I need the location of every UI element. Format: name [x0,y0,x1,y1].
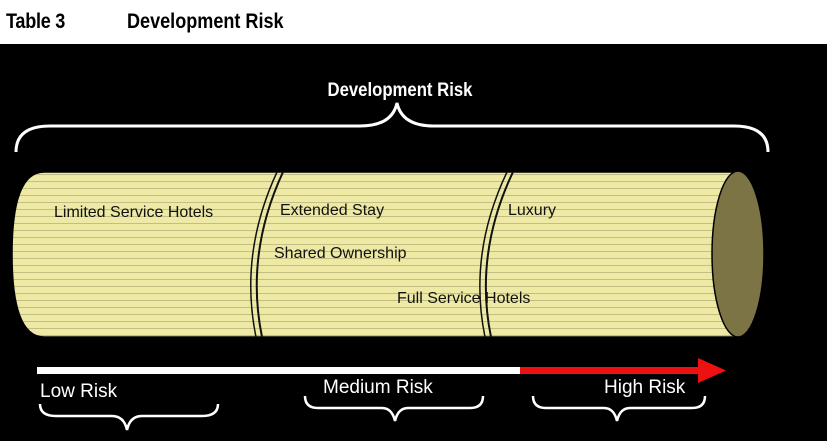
risk-arrow-head [698,358,726,383]
segment-label-shared-ownership: Shared Ownership [274,245,407,262]
segment-label-luxury: Luxury [508,202,557,219]
segment-divider-1 [255,172,284,337]
top-brace [14,102,770,153]
risk-arrow-white-part [37,367,520,374]
table-title: Development Risk [127,10,284,33]
segment-label-limited-service: Limited Service Hotels [54,204,214,221]
medium-risk-label: Medium Risk [323,377,433,398]
low-risk-label: Low Risk [40,381,118,402]
low-risk-brace [38,403,220,431]
cylinder [11,170,765,338]
diagram-heading: Development Risk [327,80,473,101]
segment-label-full-service: Full Service Hotels [397,290,531,307]
high-risk-label: High Risk [604,377,686,398]
cylinder-end-cap [711,170,765,338]
segment-divider-2 [484,172,514,337]
risk-arrow-red-part [520,367,700,374]
high-risk-brace [531,395,707,422]
medium-risk-brace [303,395,485,422]
table-number: Table 3 [6,10,66,33]
segment-label-extended-stay: Extended Stay [280,202,385,219]
title-bar: Table 3 Development Risk [0,0,827,44]
risk-arrow [37,358,726,383]
